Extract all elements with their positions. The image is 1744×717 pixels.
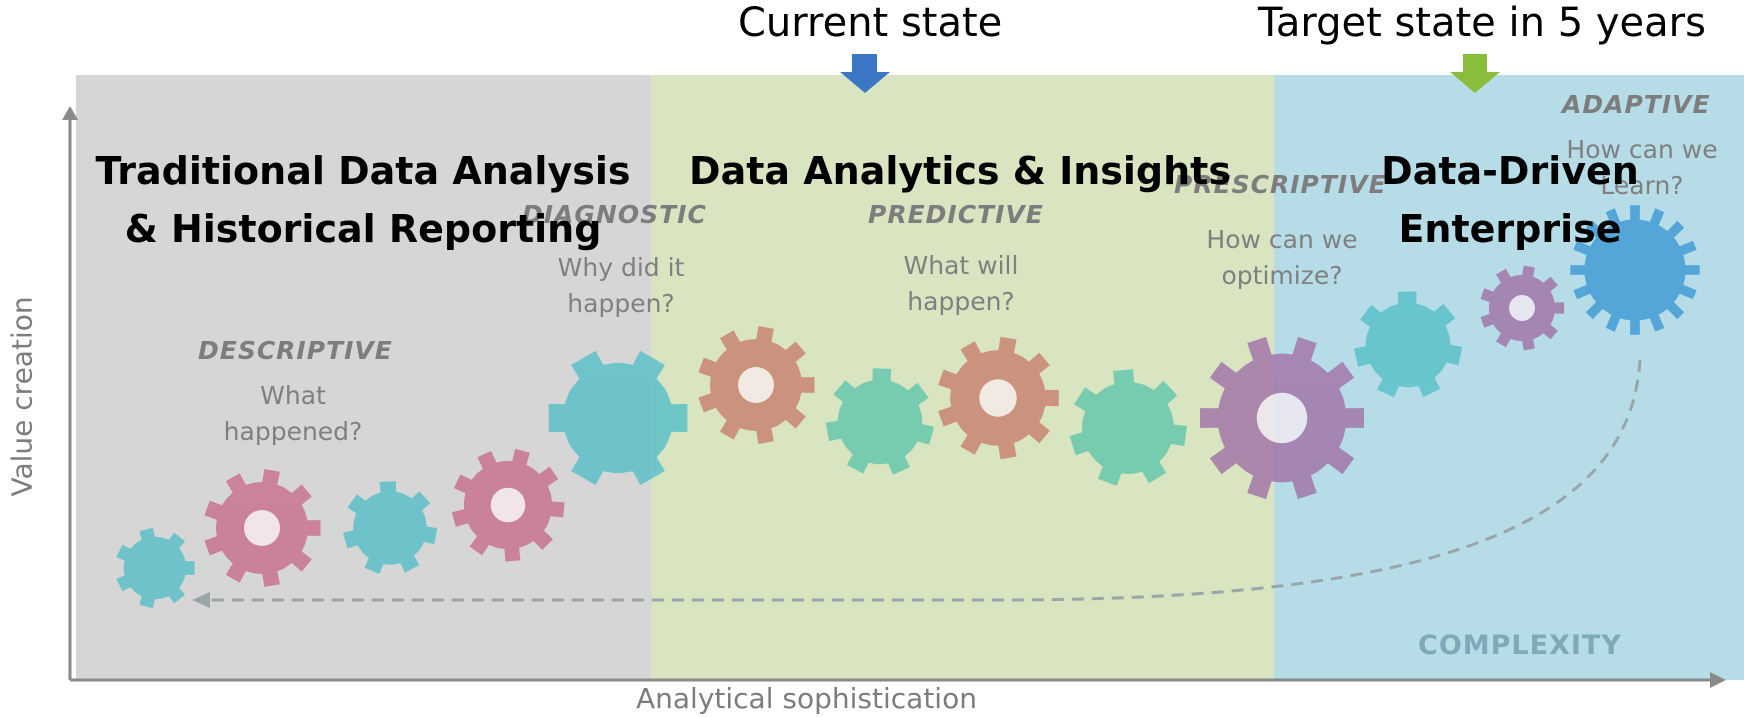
gear-icon bbox=[1570, 205, 1700, 335]
stage-label-predictive: PREDICTIVE bbox=[868, 200, 1044, 229]
gear-body bbox=[1353, 291, 1463, 398]
gear-hole bbox=[979, 379, 1017, 417]
gear-icon bbox=[548, 350, 688, 486]
target-state-arrow-icon bbox=[1450, 54, 1500, 93]
gear-hole bbox=[1509, 295, 1535, 321]
stage-question-line: happen? bbox=[907, 287, 1015, 316]
gear-icon bbox=[343, 481, 438, 574]
zone-title-line: Traditional Data Analysis bbox=[95, 149, 631, 193]
gear-body bbox=[1069, 369, 1187, 486]
feedback-loop-path bbox=[210, 359, 1642, 602]
y-axis-label: Value creation bbox=[5, 296, 39, 497]
gear-icon bbox=[451, 448, 565, 562]
stage-question-descriptive: What happened? bbox=[198, 378, 388, 450]
gear-body bbox=[825, 368, 935, 475]
gear-icon bbox=[698, 326, 815, 444]
gear-body bbox=[116, 527, 195, 609]
stage-label-prescriptive: PRESCRIPTIVE bbox=[1174, 170, 1387, 199]
gear-hub bbox=[138, 551, 172, 585]
gear-hub bbox=[588, 388, 648, 448]
gear-icon bbox=[938, 336, 1059, 460]
gear-icon bbox=[1069, 369, 1187, 486]
gear-icon bbox=[825, 368, 935, 475]
gear-icon bbox=[1353, 291, 1463, 398]
gear-hole bbox=[244, 510, 280, 546]
gear-hub bbox=[857, 399, 903, 445]
stage-question-line: What will bbox=[903, 251, 1019, 280]
x-axis-label: Analytical sophistication bbox=[636, 682, 977, 715]
stage-question-line: Why did it bbox=[557, 253, 685, 282]
gear-body bbox=[1570, 205, 1700, 335]
gear-icon bbox=[1480, 265, 1565, 351]
stage-question-adaptive: How can we Learn? bbox=[1542, 132, 1742, 204]
stage-question-line: happened? bbox=[223, 417, 363, 446]
stage-label-adaptive: ADAPTIVE bbox=[1562, 90, 1711, 119]
gear-icon bbox=[204, 469, 321, 587]
complexity-label: COMPLEXITY bbox=[1418, 630, 1622, 661]
y-axis-arrowhead bbox=[62, 106, 78, 120]
stage-question-line: How can we bbox=[1206, 225, 1358, 254]
gear-hub bbox=[1607, 242, 1663, 298]
stage-question-prescriptive: How can we optimize? bbox=[1182, 222, 1382, 294]
x-axis-arrowhead bbox=[1710, 672, 1726, 688]
gear-hole bbox=[490, 487, 526, 523]
gear-icon bbox=[116, 527, 195, 609]
stage-question-line: optimize? bbox=[1221, 261, 1343, 290]
gear-body bbox=[548, 350, 688, 486]
gear-hole bbox=[1256, 392, 1308, 444]
zone-title-line: & Historical Reporting bbox=[124, 207, 602, 251]
stage-question-predictive: What will happen? bbox=[866, 248, 1056, 320]
gear-hub bbox=[1103, 403, 1153, 453]
stage-question-line: happen? bbox=[567, 289, 675, 318]
current-state-headline: Current state bbox=[738, 0, 1003, 46]
zone-title-line: Data-Driven bbox=[1381, 149, 1639, 193]
stage-label-descriptive: DESCRIPTIVE bbox=[198, 336, 393, 365]
stage-question-diagnostic: Why did it happen? bbox=[526, 250, 716, 322]
current-state-arrow-icon bbox=[840, 54, 890, 93]
gear-hub bbox=[1385, 322, 1431, 368]
zone-title-data-driven: Data-Driven Enterprise bbox=[1330, 142, 1690, 258]
zone-title-line: Enterprise bbox=[1398, 207, 1622, 251]
gear-hole bbox=[738, 367, 774, 403]
stage-question-line: Learn? bbox=[1600, 171, 1684, 200]
stage-label-diagnostic: DIAGNOSTIC bbox=[522, 200, 707, 229]
stage-question-line: How can we bbox=[1566, 135, 1718, 164]
zone-title-analytics: Data Analytics & Insights bbox=[660, 142, 1260, 200]
gear-icon bbox=[1200, 336, 1364, 500]
gear-hub bbox=[370, 508, 410, 548]
feedback-loop-arrowhead bbox=[192, 592, 210, 608]
zone-title-line: Data Analytics & Insights bbox=[689, 149, 1231, 193]
gear-body bbox=[343, 481, 438, 574]
target-state-headline: Target state in 5 years bbox=[1258, 0, 1706, 46]
zone-title-traditional: Traditional Data Analysis & Historical R… bbox=[88, 142, 638, 258]
stage-question-line: What bbox=[260, 381, 326, 410]
